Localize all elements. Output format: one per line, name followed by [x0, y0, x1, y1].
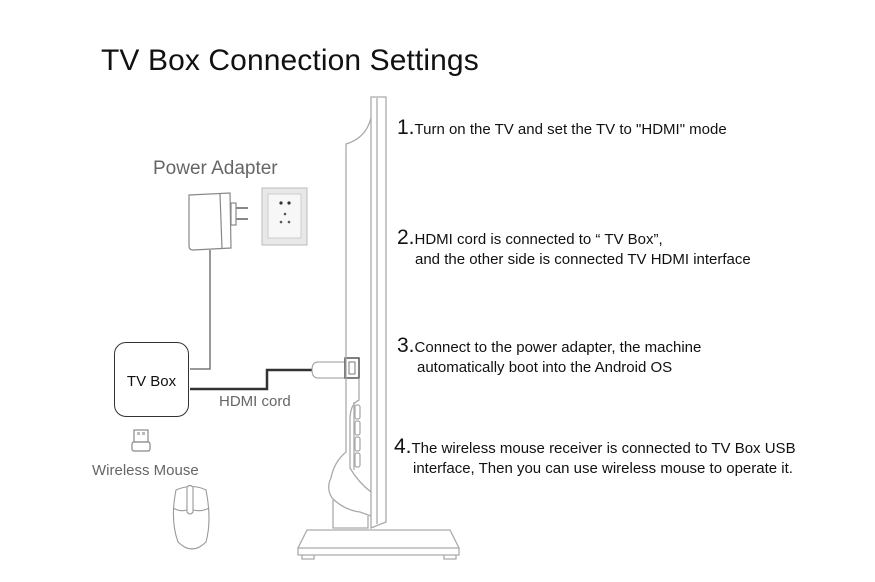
- power-adapter-icon: [188, 192, 248, 251]
- step-text-line2: and the other side is connected TV HDMI …: [415, 251, 751, 268]
- step-2: 2.HDMI cord is connected to “ TV Box”, a…: [397, 226, 751, 270]
- step-text-line2: automatically boot into the Android OS: [417, 359, 673, 376]
- step-number: 1.: [397, 116, 415, 139]
- step-number: 3.: [397, 334, 415, 357]
- power-cable: [190, 250, 211, 370]
- step-number: 2.: [397, 226, 415, 249]
- step-4: 4.The wireless mouse receiver is connect…: [394, 435, 796, 479]
- step-3: 3.Connect to the power adapter, the mach…: [397, 334, 702, 378]
- step-text: HDMI cord is connected to “ TV Box”,: [414, 231, 663, 248]
- step-text: Connect to the power adapter, the machin…: [414, 339, 702, 356]
- power-adapter-label: Power Adapter: [153, 158, 278, 179]
- hdmi-port: [344, 357, 360, 379]
- wall-socket-icon: [261, 187, 308, 246]
- step-text-line2: interface, Then you can use wireless mou…: [413, 460, 793, 477]
- tv-side-view-icon: [296, 96, 461, 560]
- tv-box-label: TV Box: [126, 373, 177, 390]
- hdmi-plug: [311, 361, 346, 379]
- step-1: 1.Turn on the TV and set the TV to "HDMI…: [397, 116, 727, 140]
- step-text: The wireless mouse receiver is connected…: [411, 440, 796, 457]
- mouse-icon: [172, 484, 210, 550]
- wireless-mouse-label: Wireless Mouse: [92, 462, 199, 479]
- tv-box-icon: [114, 342, 189, 417]
- step-text: Turn on the TV and set the TV to "HDMI" …: [414, 121, 727, 138]
- page-title: TV Box Connection Settings: [101, 44, 479, 77]
- hdmi-cable: [190, 368, 318, 391]
- step-number: 4.: [394, 435, 412, 458]
- usb-receiver-icon: [131, 429, 151, 452]
- hdmi-cord-label: HDMI cord: [219, 393, 291, 410]
